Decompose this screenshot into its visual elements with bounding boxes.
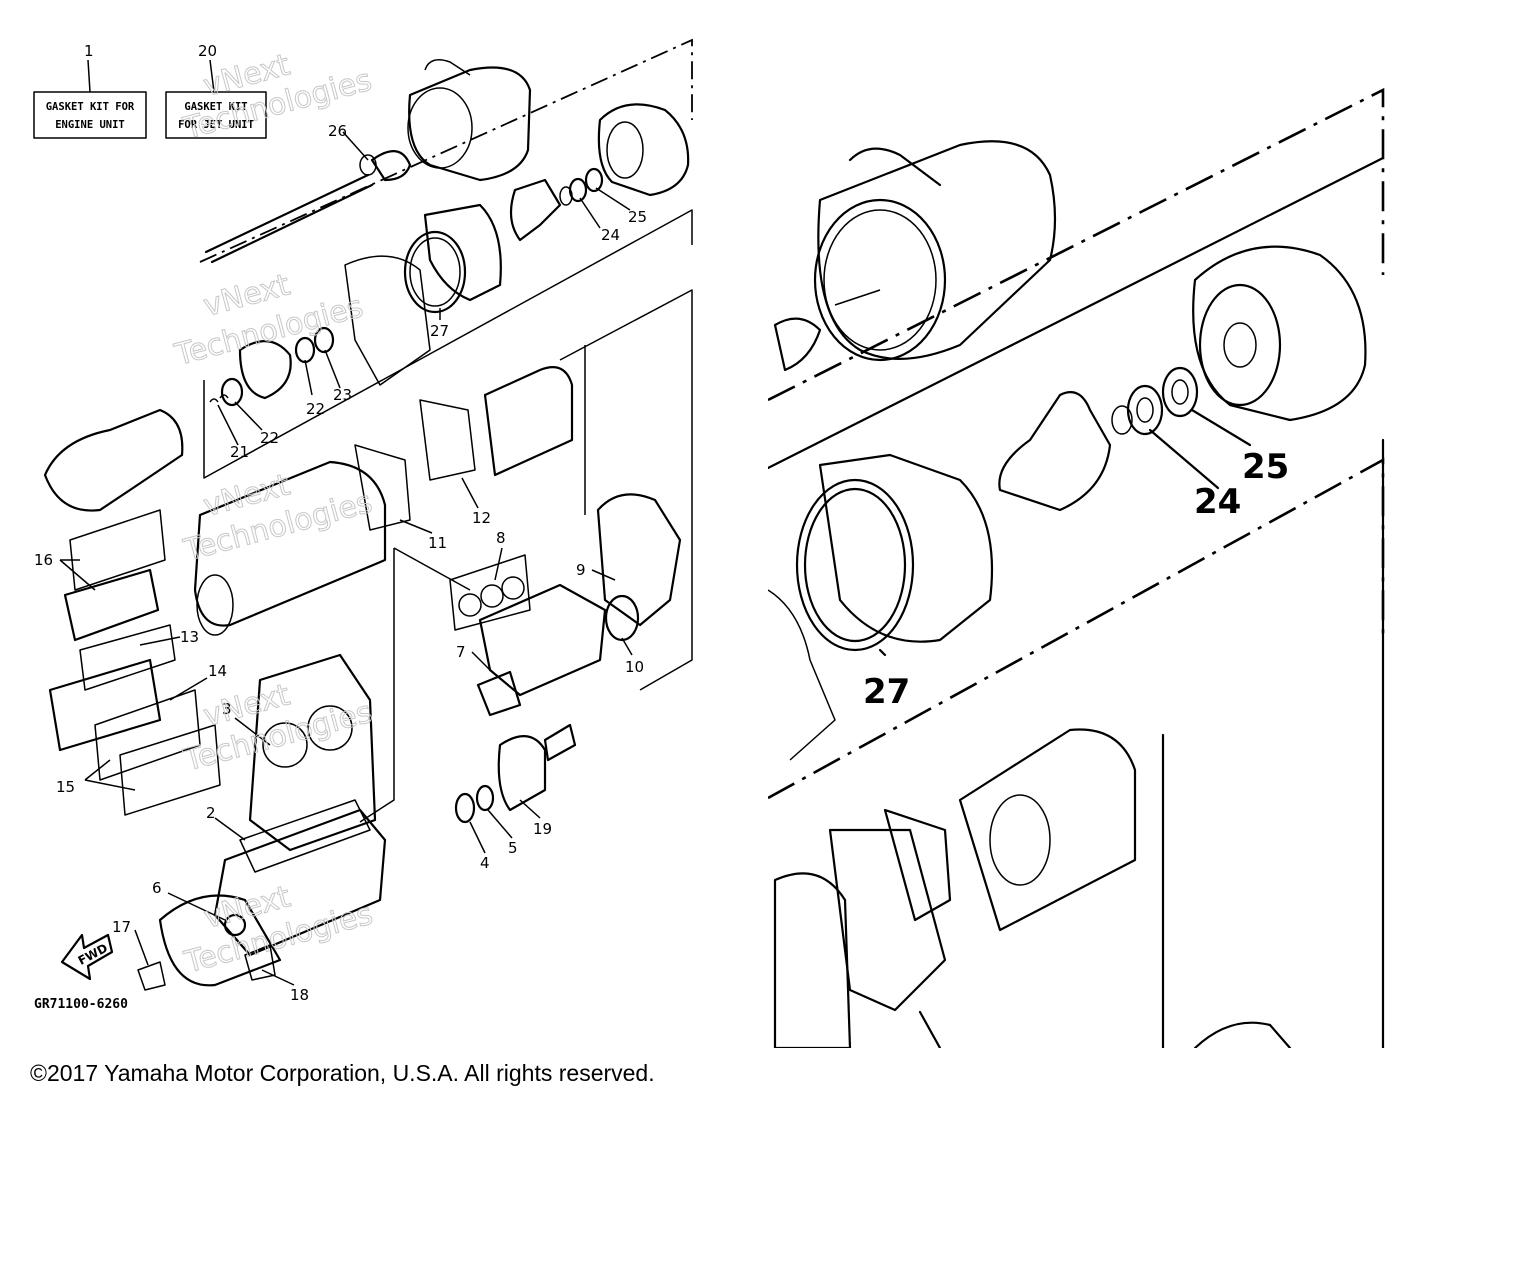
callout-7: 7 xyxy=(456,643,466,661)
zoom-coupler xyxy=(958,728,1137,932)
callout-8: 8 xyxy=(496,529,506,547)
kit-box-jet: GASKET KIT FOR JET UNIT 20 xyxy=(165,42,267,139)
water-elbow xyxy=(596,493,682,627)
impeller xyxy=(509,178,562,242)
muffler xyxy=(193,460,387,627)
zoomed-view: 24 25 27 xyxy=(768,87,1385,1048)
exhaust-port xyxy=(48,658,162,752)
gasket-2 xyxy=(239,799,371,873)
zoom-callout-24: 24 xyxy=(1194,482,1241,522)
callout-23: 23 xyxy=(333,386,352,404)
callout-4: 4 xyxy=(480,854,490,872)
drive-shaft xyxy=(204,173,374,264)
jet-housing-upper xyxy=(408,66,532,182)
callout-16: 16 xyxy=(34,551,53,569)
zoom-ring-27 xyxy=(795,478,915,652)
fitting-17 xyxy=(137,961,166,991)
kit-box-engine-line1: GASKET KIT FOR xyxy=(46,101,135,113)
callout-12: 12 xyxy=(472,509,491,527)
kit-box-engine-line2: ENGINE UNIT xyxy=(55,119,125,131)
intake-manifold xyxy=(478,583,607,697)
zoom-grate xyxy=(768,589,836,761)
flywheel-cover xyxy=(158,894,282,987)
callout-26: 26 xyxy=(328,122,347,140)
kit-box-engine: GASKET KIT FOR ENGINE UNIT 1 xyxy=(33,42,147,139)
fwd-arrow: FWD xyxy=(60,933,114,981)
callout-10: 10 xyxy=(625,658,644,676)
callout-27: 27 xyxy=(430,322,449,340)
zoom-callout-25: 25 xyxy=(1242,447,1289,487)
callout-3: 3 xyxy=(222,700,232,718)
zoom-callout-27: 27 xyxy=(863,672,910,712)
zoom-jet-nozzle xyxy=(848,147,942,187)
gasket-16 xyxy=(69,509,166,591)
exhaust-elbow xyxy=(43,408,184,512)
gasket-13 xyxy=(79,624,176,691)
callout-15: 15 xyxy=(56,778,75,796)
zoom-frame-top xyxy=(768,87,1385,402)
copyright-notice: ©2017 Yamaha Motor Corporation, U.S.A. A… xyxy=(30,1060,655,1086)
callout-20: 20 xyxy=(198,42,217,60)
callout-24: 24 xyxy=(601,226,620,244)
callout-18: 18 xyxy=(290,986,309,1004)
gasket-12 xyxy=(419,399,476,481)
frame-engine-left xyxy=(359,548,395,823)
frame-jet-mid xyxy=(203,209,693,479)
gasket-11 xyxy=(354,444,411,531)
callout-22b: 22 xyxy=(260,429,279,447)
gasket-8 xyxy=(449,554,531,631)
parts-diagram: GASKET KIT FOR ENGINE UNIT 1 GASKET KIT … xyxy=(33,38,1385,1048)
callout-13: 13 xyxy=(180,628,199,646)
callout-14: 14 xyxy=(208,662,227,680)
gasket-15 xyxy=(119,724,221,816)
zoom-seal-24 xyxy=(1126,384,1164,436)
callout-19: 19 xyxy=(533,820,552,838)
callout-6: 6 xyxy=(152,879,162,897)
zoom-duct xyxy=(818,453,994,643)
gasket-18 xyxy=(244,944,276,981)
frame-engine-right-b xyxy=(559,289,693,691)
zoom-impeller xyxy=(998,391,1112,512)
kit-box-jet-line2: FOR JET UNIT xyxy=(178,119,254,131)
zoom-housing-lower xyxy=(773,872,852,1048)
kit-box-jet-line1: GASKET KIT xyxy=(184,101,247,113)
callout-2: 2 xyxy=(206,804,216,822)
zoom-frame-mid xyxy=(768,457,1385,800)
callout-1: 1 xyxy=(84,42,94,60)
bearing-housing xyxy=(238,340,292,400)
callout-9: 9 xyxy=(576,561,586,579)
intake-duct xyxy=(423,203,502,302)
zoom-gasket-b xyxy=(883,808,952,922)
coupling-shaft xyxy=(543,723,577,762)
cone-part xyxy=(370,150,412,182)
diagram-code: GR71100-6260 xyxy=(34,997,128,1012)
zoom-seal-25 xyxy=(1161,366,1199,418)
callout-22a: 22 xyxy=(306,400,325,418)
callout-5: 5 xyxy=(508,839,518,857)
callout-25: 25 xyxy=(628,208,647,226)
cylinder-head xyxy=(248,653,377,852)
zoom-lower-part xyxy=(1193,1021,1292,1048)
impeller-housing xyxy=(597,103,690,197)
zoom-cone xyxy=(773,317,822,372)
callout-21: 21 xyxy=(230,443,249,461)
clips-21 xyxy=(209,394,229,403)
carb-flange xyxy=(476,670,522,717)
exhaust-manifold xyxy=(63,568,160,642)
intake-grate xyxy=(344,255,431,386)
callout-17: 17 xyxy=(112,918,131,936)
leader-lines xyxy=(59,131,633,986)
zoom-jet-housing xyxy=(817,140,1057,360)
exploded-view: GASKET KIT FOR ENGINE UNIT 1 GASKET KIT … xyxy=(33,38,693,1012)
jet-housing-nozzle xyxy=(424,59,471,76)
watermarks: vNext Technologies vNext Technologies vN… xyxy=(170,47,377,981)
callout-11: 11 xyxy=(428,534,447,552)
coupling-19 xyxy=(497,735,547,812)
frame-engine-link xyxy=(393,547,471,591)
gasket-14 xyxy=(94,689,201,781)
coupler-housing xyxy=(483,366,574,477)
zoom-frame-top-2 xyxy=(768,156,1385,470)
